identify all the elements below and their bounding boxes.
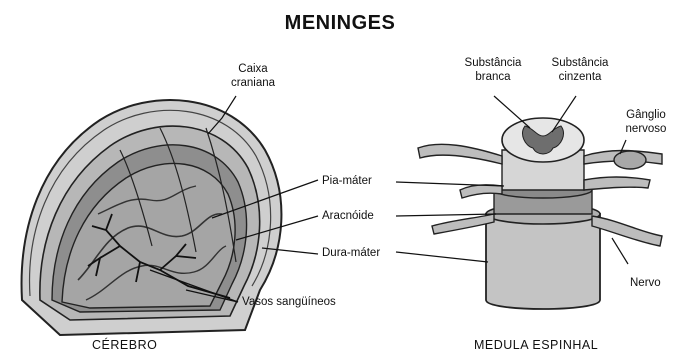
ganglion (614, 151, 646, 169)
label-nervo: Nervo (630, 276, 661, 290)
label-aracnoide: Aracnóide (322, 209, 374, 223)
label-substancia-cinzenta: Substância cinzenta (538, 56, 622, 84)
label-vasos-sanguineos: Vasos sangüíneos (242, 295, 336, 309)
label-caixa-craniana: Caixa craniana (218, 62, 288, 90)
label-ganglio-nervoso: Gânglio nervoso (614, 108, 678, 136)
caption-cerebro: CÉREBRO (92, 338, 157, 352)
caption-medula-espinhal: MEDULA ESPINHAL (474, 338, 598, 352)
label-substancia-branca: Substância branca (452, 56, 534, 84)
spinal-cord-illustration (418, 118, 662, 309)
label-pia-mater: Pia-máter (322, 174, 372, 188)
diagram-title: MENINGES (0, 12, 680, 35)
cord-dura-cylinder (486, 214, 600, 309)
label-dura-mater: Dura-máter (322, 246, 380, 260)
